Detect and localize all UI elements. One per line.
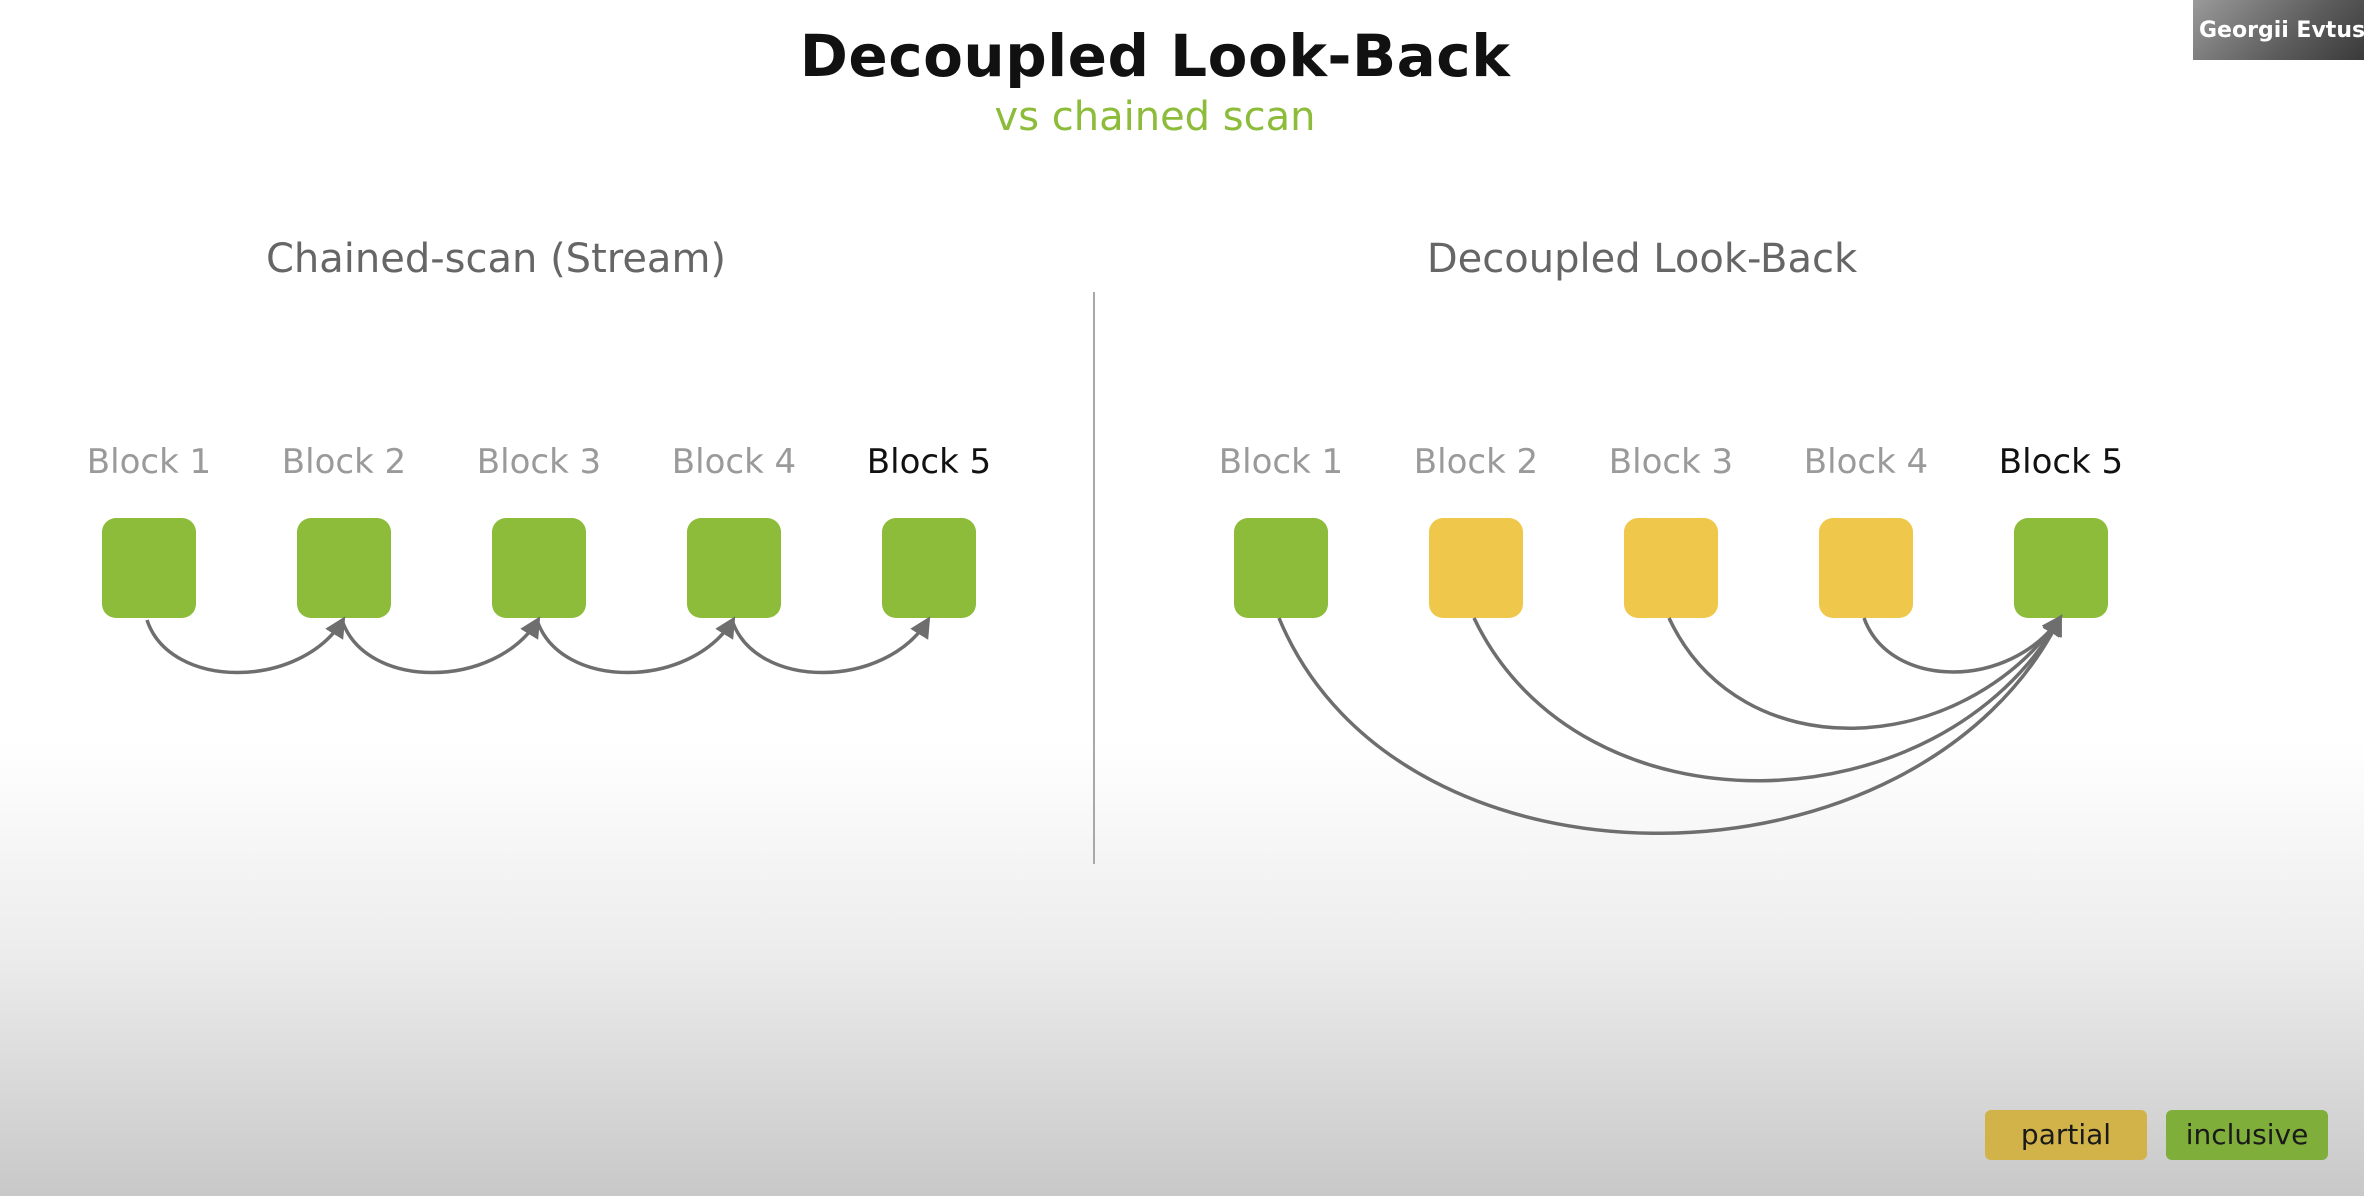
speaker-name: Georgii Evtusher (2199, 18, 2364, 43)
legend-inclusive: inclusive (2166, 1110, 2328, 1160)
chain-arrow-2-3 (340, 616, 541, 675)
right-block-4 (1819, 518, 1913, 618)
chain-arrow-1-2 (145, 616, 346, 675)
right-block-5-label: Block 5 (1998, 442, 2124, 482)
right-block-3 (1624, 518, 1718, 618)
left-block-5 (882, 518, 976, 618)
left-block-3 (492, 518, 586, 618)
chain-arrow-4-5 (730, 616, 931, 675)
right-block-2 (1429, 518, 1523, 618)
left-block-4-label: Block 4 (671, 442, 797, 482)
right-block-3-label: Block 3 (1608, 442, 1734, 482)
right-block-4-label: Block 4 (1803, 442, 1929, 482)
left-block-2 (297, 518, 391, 618)
left-block-3-label: Block 3 (476, 442, 602, 482)
lookback-arrow-4-5 (1862, 614, 2063, 674)
right-block-1-label: Block 1 (1218, 442, 1344, 482)
slide-subtitle: vs chained scan (994, 94, 1316, 140)
left-block-2-label: Block 2 (281, 442, 407, 482)
right-panel-title: Decoupled Look-Back (1426, 236, 1858, 282)
chain-arrow-3-4 (535, 616, 736, 675)
right-block-5 (2014, 518, 2108, 618)
speaker-video-thumbnail: Georgii Evtusher (2193, 0, 2364, 60)
left-block-4 (687, 518, 781, 618)
lookback-arrow-1-5 (1277, 614, 2062, 835)
left-block-1-label: Block 1 (86, 442, 212, 482)
legend-partial: partial (1985, 1110, 2147, 1160)
lookback-arrow-3-5 (1667, 614, 2063, 730)
right-block-1 (1234, 518, 1328, 618)
left-panel-title: Chained-scan (Stream) (265, 236, 727, 282)
left-block-5-label: Block 5 (866, 442, 992, 482)
left-block-1 (102, 518, 196, 618)
slide-title: Decoupled Look-Back (799, 22, 1511, 90)
right-block-2-label: Block 2 (1413, 442, 1539, 482)
panel-divider (1093, 292, 1095, 864)
lookback-arrow-2-5 (1472, 614, 2063, 783)
